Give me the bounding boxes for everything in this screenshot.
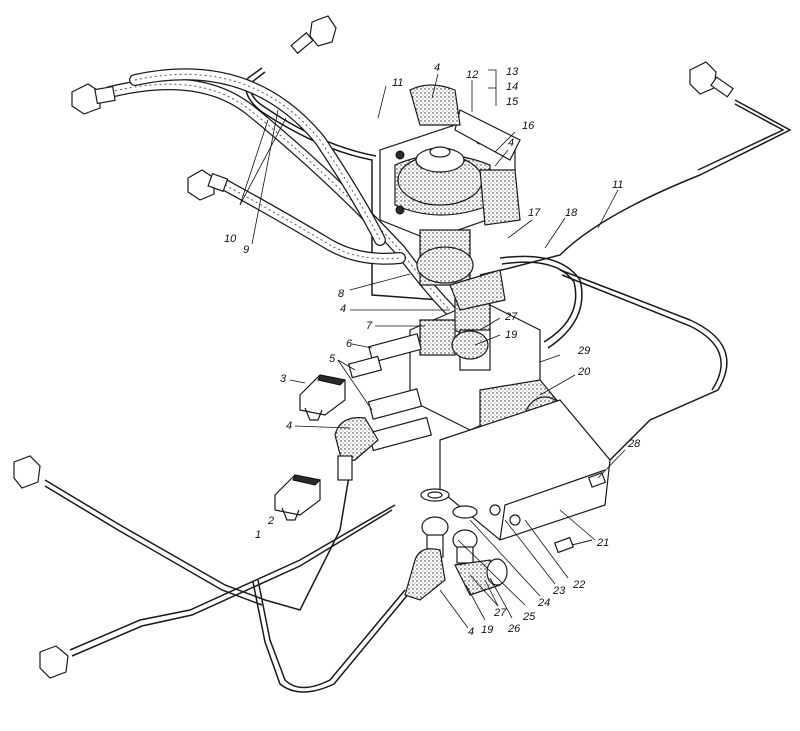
callout-17: 17 <box>528 207 541 219</box>
callout-20: 20 <box>578 366 591 378</box>
callout-27-a: 27 <box>505 311 518 323</box>
callout-14: 14 <box>506 81 519 93</box>
callout-15: 15 <box>506 96 519 108</box>
callout-6: 6 <box>346 338 353 350</box>
callout-1: 1 <box>255 529 262 541</box>
callout-3: 3 <box>280 373 287 385</box>
callout-9: 9 <box>243 244 250 256</box>
callout-10: 10 <box>224 233 237 245</box>
loose-parts <box>404 472 607 601</box>
callout-16: 16 <box>522 120 535 132</box>
callout-18: 18 <box>565 207 578 219</box>
callout-4-e: 4 <box>468 626 475 638</box>
braided-hoses <box>104 68 456 316</box>
callout-4-a: 4 <box>434 62 441 74</box>
callout-2: 2 <box>268 515 275 527</box>
fittings <box>334 269 506 481</box>
callout-4-b: 4 <box>508 137 515 149</box>
callout-27-b: 27 <box>494 607 507 619</box>
callout-11-a: 11 <box>392 77 404 89</box>
distribution-block <box>409 282 611 541</box>
leader-lines <box>239 69 626 629</box>
callout-19-a: 19 <box>505 329 518 341</box>
pressure-regulator <box>379 84 521 286</box>
callout-8: 8 <box>338 288 345 300</box>
callout-24: 24 <box>538 597 551 609</box>
callout-25: 25 <box>523 611 536 623</box>
callout-13: 13 <box>506 66 519 78</box>
callout-26: 26 <box>508 623 521 635</box>
callout-12: 12 <box>466 69 479 81</box>
callout-23: 23 <box>553 585 566 597</box>
hose-end-nuts <box>13 15 734 679</box>
metal-tubes <box>44 67 792 693</box>
callout-29: 29 <box>578 345 591 357</box>
callout-22: 22 <box>573 579 586 591</box>
callout-4-d: 4 <box>286 420 293 432</box>
callout-7: 7 <box>366 320 373 332</box>
pressure-switches <box>274 374 347 521</box>
callout-19-b: 19 <box>481 624 494 636</box>
callout-11-b: 11 <box>612 179 624 191</box>
callout-5: 5 <box>329 353 336 365</box>
callout-21: 21 <box>597 537 610 549</box>
callout-4-c: 4 <box>340 303 347 315</box>
callout-28: 28 <box>628 438 641 450</box>
